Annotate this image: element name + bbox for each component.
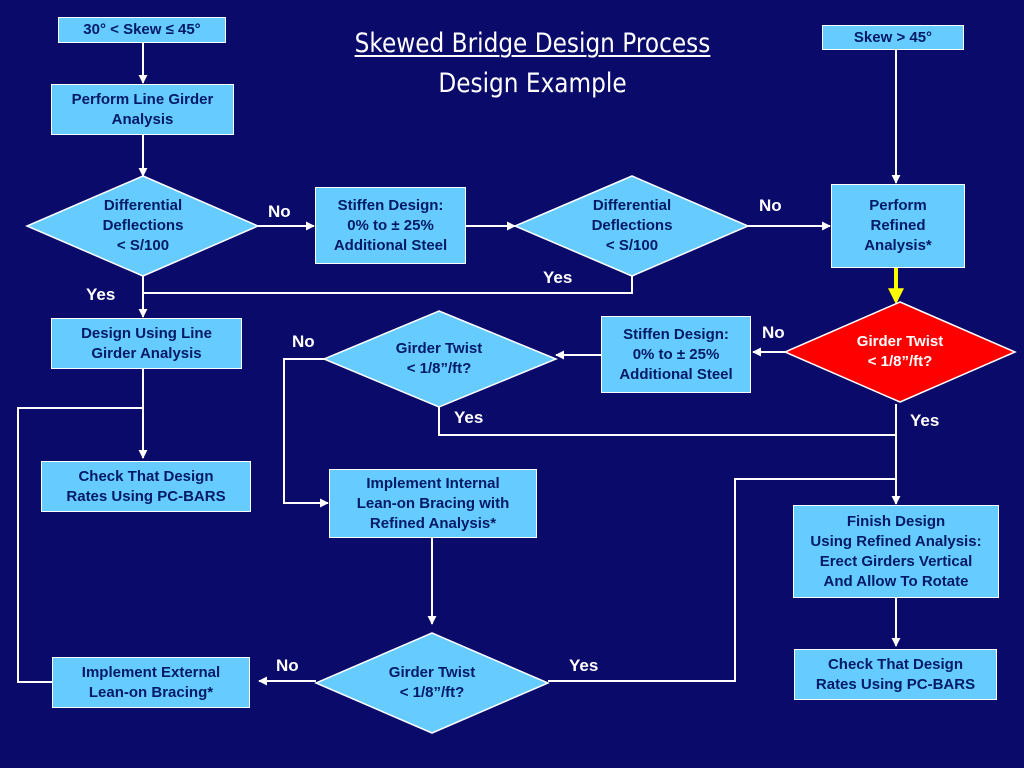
connector — [17, 407, 143, 683]
branch-label-yes: Yes — [910, 411, 940, 430]
decision-differential-deflections-1: Differential Deflections < S/100 — [102, 197, 184, 254]
node-line-girder-analysis: Perform Line Girder Analysis — [51, 84, 234, 135]
branch-label-no: No — [276, 656, 299, 675]
node-external-bracing: Implement External Lean-on Bracing* — [52, 657, 250, 708]
branch-label-yes: Yes — [569, 656, 599, 675]
start-skew-gt-45: Skew > 45° — [822, 25, 964, 50]
diagram-title: Skewed Bridge Design Process — [354, 28, 711, 59]
start-skew-30-45: 30° < Skew ≤ 45° — [58, 17, 226, 43]
diamond-shape — [513, 175, 750, 277]
branch-label-no: No — [292, 332, 315, 351]
branch-label-no: No — [759, 196, 782, 215]
branch-label-no: No — [762, 323, 785, 342]
branch-label-yes: Yes — [543, 268, 573, 287]
branch-label-no: No — [268, 202, 291, 221]
node-stiffen-design-1: Stiffen Design: 0% to ± 25% Additional S… — [315, 187, 466, 264]
node-check-design-left: Check That Design Rates Using PC-BARS — [41, 461, 251, 512]
diamond-shape — [314, 632, 550, 734]
diamond-shape — [25, 175, 260, 277]
branch-label-yes: Yes — [454, 408, 484, 427]
node-finish-design: Finish Design Using Refined Analysis: Er… — [793, 505, 999, 598]
branch-label-yes: Yes — [86, 285, 116, 304]
diamond-shape — [322, 310, 558, 408]
node-internal-bracing: Implement Internal Lean-on Bracing with … — [329, 469, 537, 538]
connector — [438, 405, 896, 436]
decision-girder-twist-mid: Girder Twist < 1/8”/ft? — [395, 340, 483, 377]
node-stiffen-design-2: Stiffen Design: 0% to ± 25% Additional S… — [601, 316, 751, 393]
node-check-design-right: Check That Design Rates Using PC-BARS — [794, 649, 997, 700]
decision-differential-deflections-2: Differential Deflections < S/100 — [591, 197, 673, 254]
connector — [548, 478, 896, 682]
diagram-subtitle: Design Example — [438, 68, 627, 99]
node-refined-analysis: Perform Refined Analysis* — [831, 184, 965, 268]
diamond-shape — [783, 301, 1017, 403]
decision-girder-twist-highlight: Girder Twist < 1/8”/ft? — [856, 333, 944, 370]
node-design-line-girder: Design Using Line Girder Analysis — [51, 318, 242, 369]
connector — [283, 358, 329, 508]
connector — [143, 273, 633, 294]
decision-girder-twist-bottom: Girder Twist < 1/8”/ft? — [388, 664, 476, 701]
